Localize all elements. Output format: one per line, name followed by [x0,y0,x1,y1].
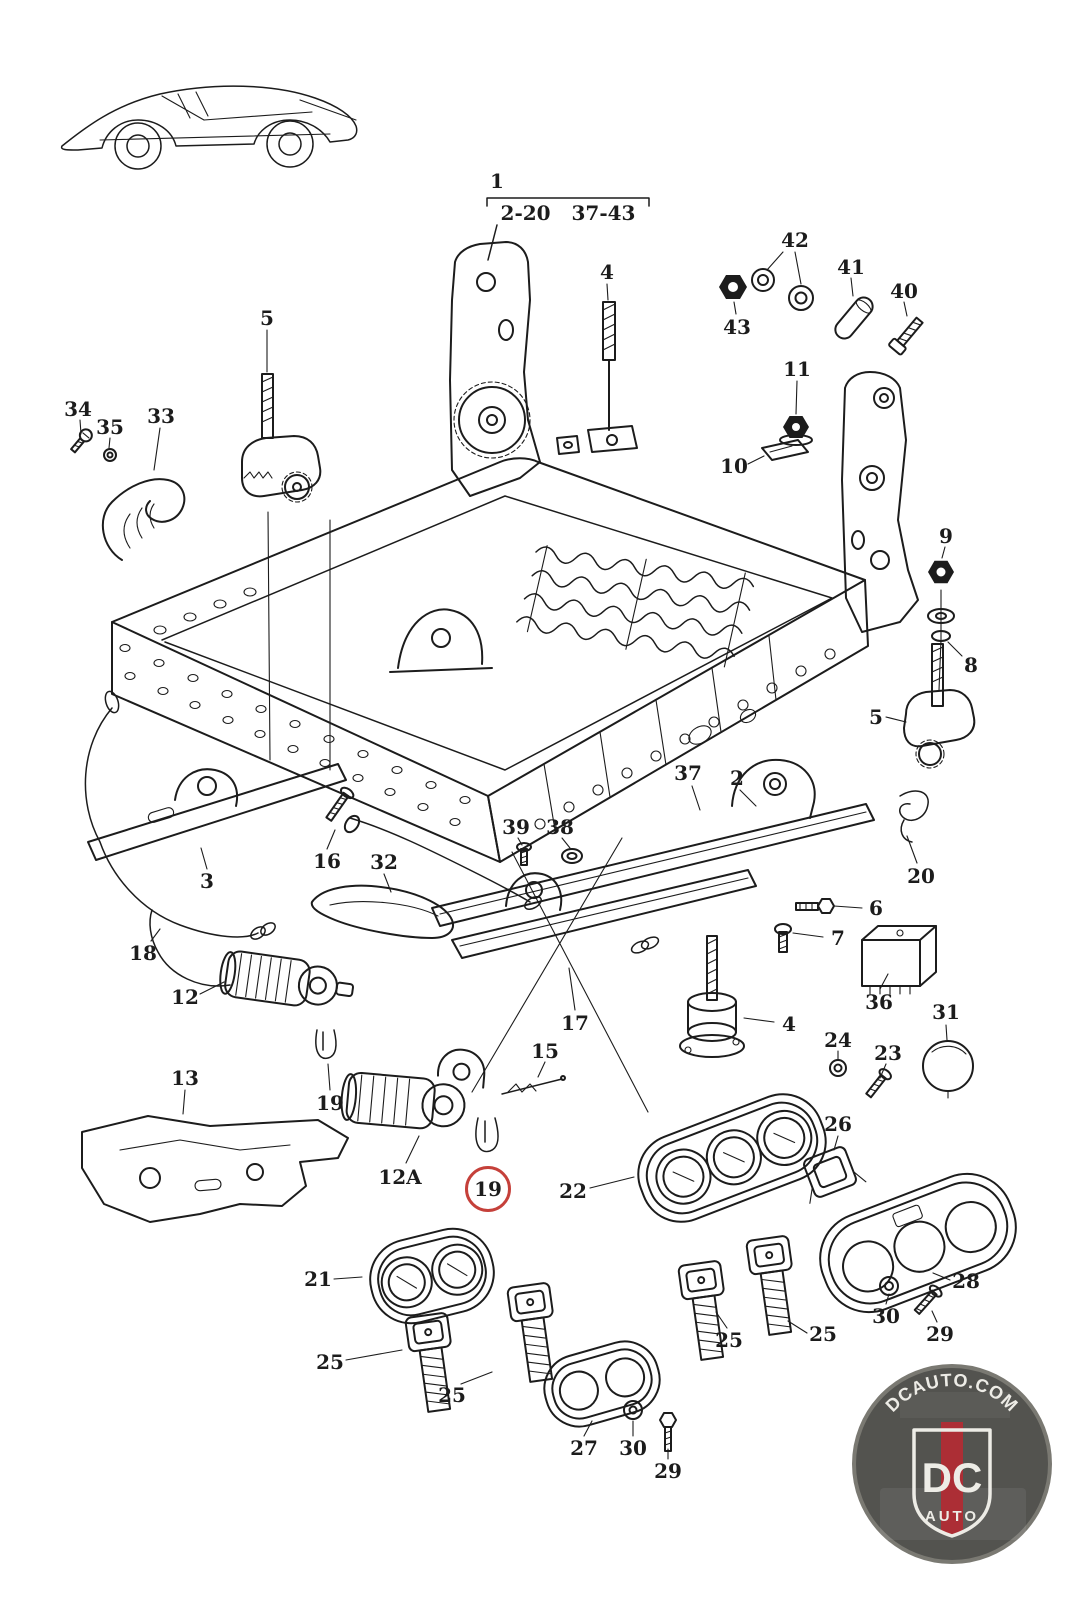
part-33-handle-boot [102,478,186,561]
part-27-plate [543,1340,661,1428]
construction-lines [267,511,649,1113]
part-25-switches [404,1234,802,1415]
part-43-nut [719,275,747,299]
part-32-lever [310,884,454,939]
leader-lines [79,251,963,1460]
part-13-bracket [81,1115,349,1223]
watermark-shield [912,1428,992,1538]
part-7-screw [774,923,792,953]
part-9-nut [928,560,954,584]
watermark-brand-bottom: AUTO [925,1508,979,1525]
part-12a-motor [340,1048,486,1130]
part-10-clip [761,439,809,461]
part-18-cable [84,690,660,987]
seat-springs [516,545,755,668]
part-20-clip [899,790,929,843]
part-3-rail [87,763,347,861]
part-36-relay [861,925,937,995]
part-24-washer [829,1059,847,1077]
part-12-motor [219,950,355,1007]
part-35-washer [103,448,117,462]
part-17-rail [451,869,757,959]
part-31-cap [922,1040,974,1099]
car-icon [60,85,358,170]
part-30-washer-bottom [623,1400,643,1420]
part-39-screw [516,842,532,866]
part-22-bezel [637,1093,827,1223]
part-19-clip-upper [315,1029,337,1060]
part-5-actuator-left [241,373,322,503]
part-29-screw-right [913,1284,943,1315]
part-8-washers [927,589,955,691]
part-40-bolt [888,316,924,356]
part-15-rod [501,1075,566,1095]
watermark-red-stripe [941,1422,963,1534]
seat-frame-art [111,241,919,863]
part-38-bushing [561,848,583,864]
part-19-clip-lower [475,1117,499,1153]
part-29-screw-bottom [659,1412,677,1452]
part-6-bolt [795,898,835,914]
part-26-switch [803,1146,867,1204]
part-28-plate [819,1172,1017,1314]
part-41-pin [834,296,874,340]
part-23-screw [865,1068,892,1099]
part-2-rail [431,758,875,927]
part-16-bolt [325,786,361,834]
recliner-bracket-left [449,241,541,497]
part-34-screw [70,428,93,454]
part-5-actuator-right [903,643,976,769]
watermark-brand-top: DC [922,1454,983,1501]
recliner-bracket-right [841,371,919,633]
part-42-washers [751,268,814,311]
part-11-locknut [779,416,813,446]
dcauto-watermark: DCAUTO.COM DC AUTO [852,1364,1052,1564]
part-4-bolt-top [556,301,638,455]
assembly-bracket [486,197,650,261]
part-21-bezel [369,1227,495,1325]
part-4-bolt-lower [679,935,745,1058]
